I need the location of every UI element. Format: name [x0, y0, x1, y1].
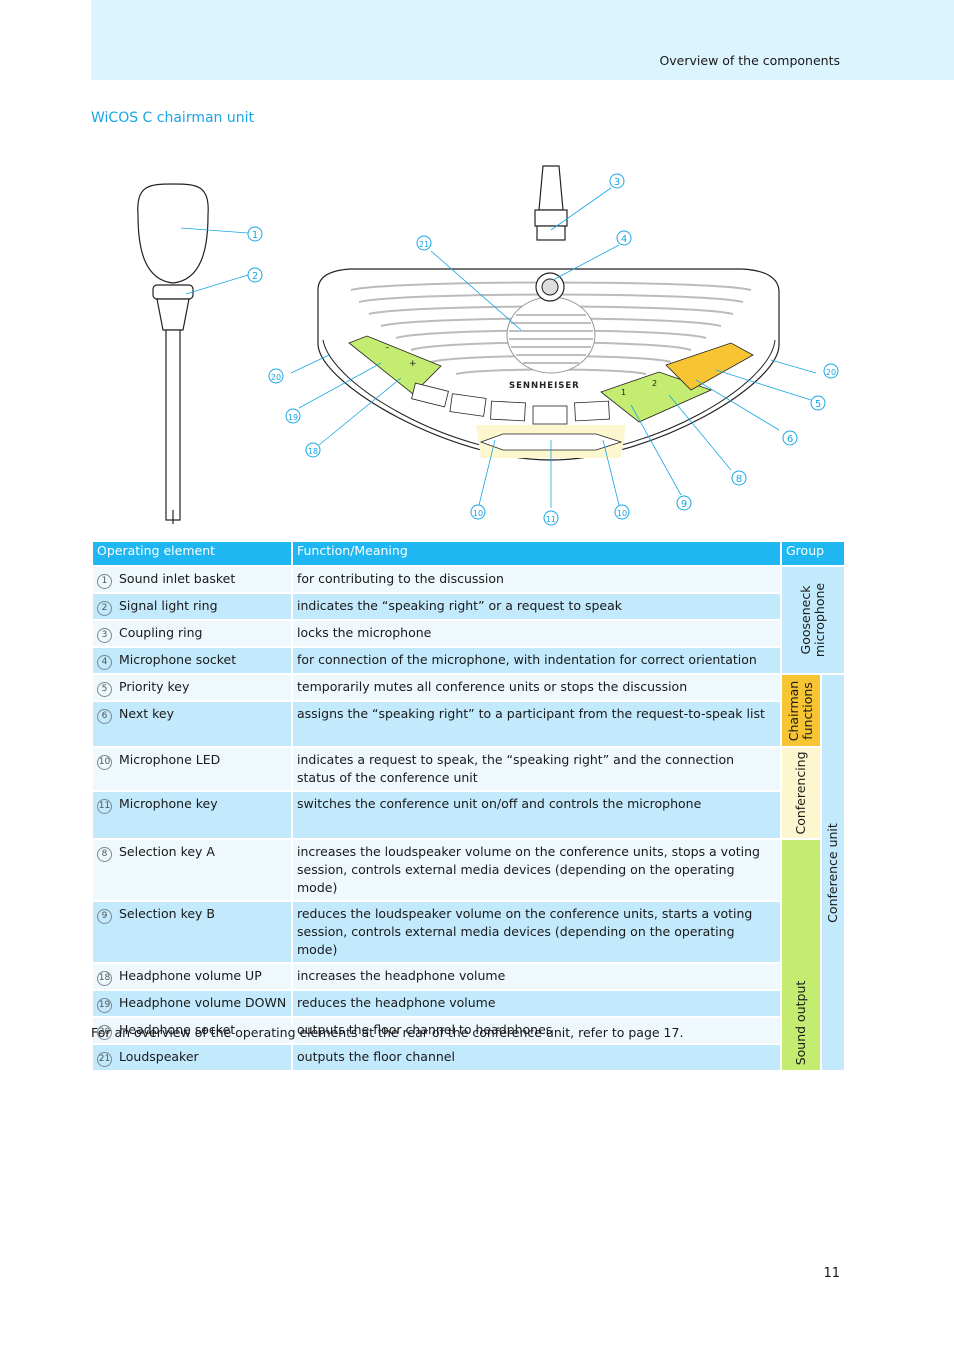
callout-number: 8	[97, 847, 112, 862]
table-row: 4 Microphone socket for connection of the…	[91, 646, 845, 675]
element-function: outputs the floor channel	[291, 1043, 782, 1072]
svg-text:SENNHEISER: SENNHEISER	[509, 381, 580, 391]
svg-text:18: 18	[308, 447, 318, 456]
table-row: 18 Headphone volume UP increases the head…	[91, 962, 845, 991]
element-name: Headphone volume UP	[119, 968, 262, 983]
svg-text:2: 2	[252, 271, 258, 282]
table-header-row: Operating element Function/Meaning Group	[91, 540, 846, 567]
callout-number: 4	[97, 655, 112, 670]
element-name: Coupling ring	[119, 625, 203, 640]
svg-text:9: 9	[681, 499, 687, 510]
table-row: 11 Microphone key switches the conference…	[91, 790, 845, 840]
svg-text:2: 2	[652, 379, 657, 388]
header-group: Group	[780, 540, 846, 567]
table-row: 20 Headphone socket outputs the floor cha…	[91, 1016, 845, 1045]
element-function: for connection of the microphone, with i…	[291, 646, 782, 675]
svg-text:20: 20	[826, 368, 836, 377]
element-name: Microphone key	[119, 796, 218, 811]
table-row: 8 Selection key A increases the loudspeak…	[91, 838, 845, 1072]
page-number: 11	[823, 1266, 840, 1281]
table-row: 5 Priority key temporarily mutes all conf…	[91, 673, 846, 1072]
svg-text:1: 1	[252, 230, 258, 241]
element-name: Selection key A	[119, 844, 215, 859]
svg-text:3: 3	[614, 177, 620, 188]
svg-text:21: 21	[419, 240, 429, 249]
header-band	[91, 0, 954, 80]
svg-text:20: 20	[271, 373, 281, 382]
callout-number: 3	[97, 628, 112, 643]
callout-number: 2	[97, 601, 112, 616]
callout-number: 9	[97, 909, 112, 924]
group-conference-unit: Conference unit	[820, 673, 846, 1072]
element-function: reduces the loudspeaker volume on the co…	[291, 900, 782, 964]
element-function: reduces the headphone volume	[291, 989, 782, 1018]
svg-text:1: 1	[621, 388, 626, 397]
element-function: outputs the floor channel to headphones	[291, 1016, 782, 1045]
callout-number: 11	[97, 799, 112, 814]
header-function: Function/Meaning	[291, 540, 782, 567]
element-name: Headphone socket	[119, 1022, 236, 1037]
svg-text:6: 6	[787, 434, 793, 445]
element-name: Microphone LED	[119, 752, 221, 767]
header-section-title: Overview of the components	[659, 53, 840, 68]
element-function: temporarily mutes all conference units o…	[291, 673, 782, 702]
element-function: indicates the “speaking right” or a requ…	[291, 592, 782, 621]
table-row: 2 Signal light ring indicates the “speaki…	[91, 592, 845, 621]
table-row: 6 Next key assigns the “speaking right” t…	[91, 700, 845, 748]
coupling-ring-drawing	[534, 165, 568, 241]
element-function: for contributing to the discussion	[291, 565, 782, 594]
callout-number: 6	[97, 709, 112, 724]
svg-text:4: 4	[621, 234, 627, 245]
callout-number: 18	[97, 971, 112, 986]
element-function: assigns the “speaking right” to a partic…	[291, 700, 782, 748]
element-name: Next key	[119, 706, 174, 721]
callout-number: 21	[97, 1052, 112, 1067]
gooseneck-microphone	[137, 183, 209, 524]
element-function: indicates a request to speak, the “speak…	[291, 746, 782, 792]
svg-text:5: 5	[815, 399, 821, 410]
svg-text:10: 10	[617, 509, 627, 518]
header-operating-element: Operating element	[91, 540, 293, 567]
operating-elements-table: Operating element Function/Meaning Group…	[91, 540, 846, 1072]
element-name: Signal light ring	[119, 598, 218, 613]
table-row: 19 Headphone volume DOWN reduces the head…	[91, 989, 845, 1018]
element-function: increases the loudspeaker volume on the …	[291, 838, 782, 902]
table-row: 21 Loudspeaker outputs the floor channel	[91, 1043, 845, 1072]
group-conferencing: Conferencing	[780, 746, 822, 840]
svg-text:+: +	[409, 359, 417, 369]
element-name: Priority key	[119, 679, 190, 694]
footnote: For an overview of the operating element…	[91, 1025, 684, 1040]
chairman-unit-illustration: – + SENNHEISER 1 2	[91, 140, 851, 530]
callout-number: 5	[97, 682, 112, 697]
table-row: 3 Coupling ring locks the microphone	[91, 619, 845, 648]
svg-text:10: 10	[473, 509, 483, 518]
table-row: 9 Selection key B reduces the loudspeaker…	[91, 900, 845, 964]
table-row: 1 Sound inlet basket for contributing to …	[91, 565, 846, 675]
callout-number: 20	[97, 1025, 112, 1040]
conference-unit-base: – + SENNHEISER 1 2	[317, 268, 780, 461]
callout-number: 1	[97, 574, 112, 589]
element-function: locks the microphone	[291, 619, 782, 648]
element-name: Loudspeaker	[119, 1049, 199, 1064]
element-name: Selection key B	[119, 906, 216, 921]
svg-text:19: 19	[288, 413, 298, 422]
element-function: switches the conference unit on/off and …	[291, 790, 782, 840]
element-name: Headphone volume DOWN	[119, 995, 287, 1010]
element-function: increases the headphone volume	[291, 962, 782, 991]
svg-text:–: –	[385, 343, 390, 353]
element-name: Sound inlet basket	[119, 571, 236, 586]
group-sound-output: Sound output	[780, 838, 822, 1072]
table-row: 10 Microphone LED indicates a request to …	[91, 746, 845, 840]
callout-number: 10	[97, 755, 112, 770]
element-name: Microphone socket	[119, 652, 237, 667]
callout-number: 19	[97, 998, 112, 1013]
page-title: WiCOS C chairman unit	[91, 110, 254, 126]
svg-text:11: 11	[546, 515, 556, 524]
svg-text:8: 8	[736, 474, 742, 485]
